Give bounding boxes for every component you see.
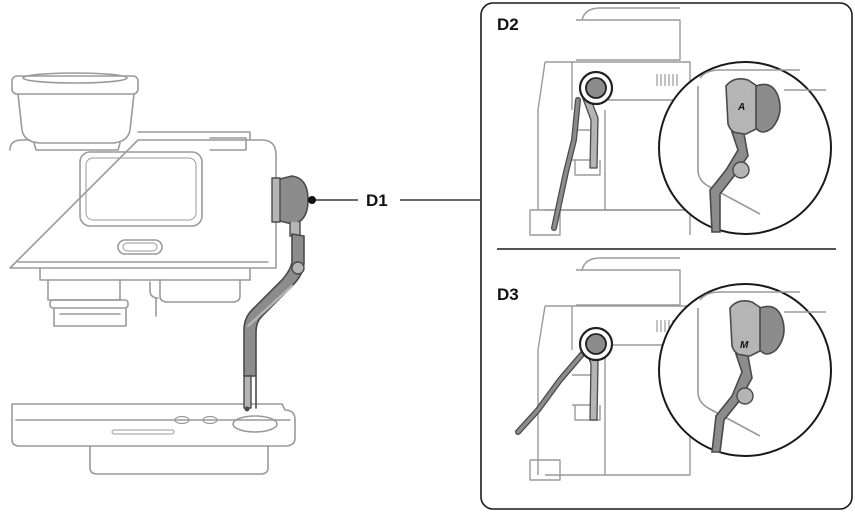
steam-wand-main [243, 175, 309, 412]
steam-dial-knob [275, 175, 309, 225]
detail-d2: D2 [497, 7, 832, 236]
callout-d1: D1 [308, 191, 480, 210]
d2-dial-letter: A [737, 102, 745, 113]
d3-dial-off: OFF [744, 310, 756, 316]
power-button [117, 239, 163, 255]
callout-d1-label: D1 [366, 191, 388, 210]
d2-magnifier: OFF A [658, 61, 832, 235]
espresso-machine [9, 72, 296, 475]
callout-d3-label: D3 [497, 285, 519, 304]
touch-screen [79, 151, 203, 227]
drip-tray [11, 403, 296, 475]
machine-body [9, 131, 277, 269]
d3-magnifier: OFF M [658, 283, 832, 457]
callout-d2-label: D2 [497, 15, 519, 34]
d2-dial-off: OFF [738, 88, 750, 94]
group-head [39, 267, 251, 327]
bean-hopper [11, 72, 139, 151]
d3-dial-letter: M [740, 340, 749, 351]
detail-d3: D3 [497, 257, 832, 481]
